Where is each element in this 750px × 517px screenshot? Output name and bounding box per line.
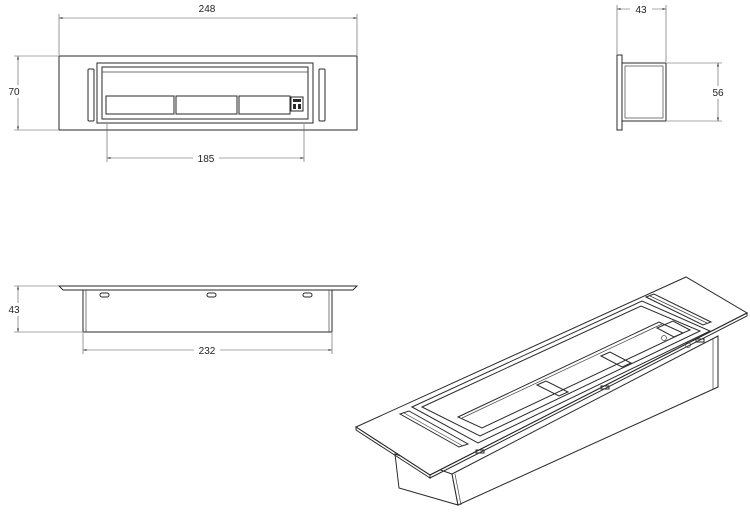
front-view-plate <box>57 285 359 291</box>
top-view-plate <box>58 55 358 131</box>
isometric-view <box>354 276 749 506</box>
dim-side-depth: 43 <box>635 5 647 16</box>
control-panel-icon <box>290 96 304 112</box>
iso-right-slot <box>644 293 713 326</box>
dim-front-width: 232 <box>199 346 216 357</box>
burner-frame-outer <box>96 62 314 124</box>
mount-hole-1 <box>99 292 110 298</box>
dim-front-depth: 43 <box>8 305 20 316</box>
iso-burner-outer <box>410 300 712 444</box>
iso-body-front-face <box>451 335 719 506</box>
dim-top-height: 70 <box>8 87 20 98</box>
left-slot <box>87 68 95 122</box>
side-view-plate <box>616 54 623 131</box>
vent-segment-1 <box>105 95 175 115</box>
front-view-body <box>82 289 333 333</box>
vent-segment-2 <box>175 95 238 115</box>
burner-frame-inner <box>101 66 309 120</box>
iso-left-slot <box>398 410 470 448</box>
vent-segment-3 <box>238 95 291 115</box>
mount-hole-3 <box>302 292 313 298</box>
mount-hole-2 <box>206 292 217 298</box>
top-view: 248 70 185 <box>6 3 358 165</box>
iso-control-box <box>655 320 692 338</box>
dim-top-opening: 185 <box>198 154 215 165</box>
iso-divider-2 <box>599 351 633 368</box>
side-view-body <box>621 62 667 122</box>
front-view: 43 232 <box>6 285 359 357</box>
iso-divider-1 <box>535 380 570 397</box>
right-slot <box>318 68 326 122</box>
dim-side-height: 56 <box>712 88 724 99</box>
dim-top-width: 248 <box>199 4 216 15</box>
side-view: 43 56 <box>616 3 730 131</box>
iso-burner-inner <box>420 305 702 437</box>
